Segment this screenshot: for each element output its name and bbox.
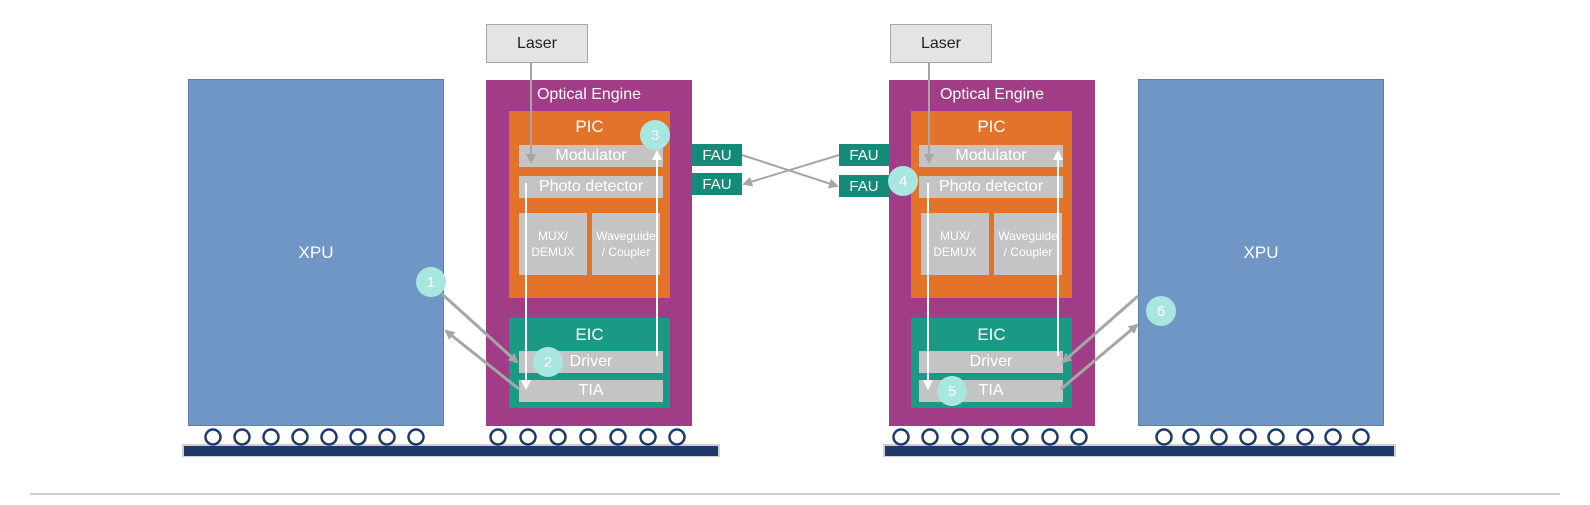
fau-right-bottom: FAU xyxy=(839,175,889,197)
substrate-right xyxy=(885,446,1394,456)
arrow-xpu-to-driver-left xyxy=(440,292,519,364)
step-badge-4: 4 xyxy=(888,166,918,196)
arrow-tia-to-xpu-right xyxy=(1060,323,1139,391)
photo-detector-right: Photo detector xyxy=(919,176,1063,198)
photo-detector-left: Photo detector xyxy=(519,176,663,198)
solder-bumps-right-oe xyxy=(892,428,1088,446)
pic-left-title: PIC xyxy=(575,117,604,136)
xpu-right: XPU xyxy=(1138,79,1384,426)
xpu-right-label: XPU xyxy=(1243,242,1279,262)
laser-right: Laser xyxy=(890,24,992,63)
fau-left-top: FAU xyxy=(692,144,742,166)
mux-demux-right: MUX/ DEMUX xyxy=(921,213,989,275)
modulator-left: Modulator xyxy=(519,145,663,167)
fau-left-bottom: FAU xyxy=(692,173,742,195)
arrow-xpu-to-driver-right xyxy=(1061,294,1139,364)
eic-right-title: EIC xyxy=(977,325,1006,344)
arrow-tia-to-xpu-left xyxy=(444,329,520,391)
solder-bumps-left-xpu xyxy=(204,428,425,446)
eic-left-title: EIC xyxy=(575,325,604,344)
xpu-left: XPU xyxy=(188,79,444,426)
laser-left-label: Laser xyxy=(516,34,558,52)
waveguide-coupler-left: Waveguide / Coupler xyxy=(592,213,660,275)
footer-divider xyxy=(30,493,1560,495)
waveguide-coupler-right: Waveguide / Coupler xyxy=(994,213,1062,275)
laser-left: Laser xyxy=(486,24,588,63)
laser-right-label: Laser xyxy=(920,34,962,52)
step-badge-3: 3 xyxy=(640,120,670,150)
solder-bumps-right-xpu xyxy=(1155,428,1370,446)
fau-right-top: FAU xyxy=(839,144,889,166)
modulator-right: Modulator xyxy=(919,145,1063,167)
optical-engine-left-title: Optical Engine xyxy=(536,86,642,103)
mux-demux-left: MUX/ DEMUX xyxy=(519,213,587,275)
solder-bumps-left-oe xyxy=(489,428,686,446)
step-badge-5: 5 xyxy=(937,376,967,406)
optical-engine-right-title: Optical Engine xyxy=(939,86,1045,103)
step-badge-6: 6 xyxy=(1146,296,1176,326)
xpu-left-label: XPU xyxy=(298,242,334,262)
step-badge-2: 2 xyxy=(533,347,563,377)
tia-left: TIA xyxy=(519,380,663,402)
pic-right-title: PIC xyxy=(977,117,1006,136)
step-badge-1: 1 xyxy=(416,267,446,297)
substrate-left xyxy=(184,446,718,456)
driver-right: Driver xyxy=(919,351,1063,373)
arrow-fau-cross-2 xyxy=(742,154,840,187)
